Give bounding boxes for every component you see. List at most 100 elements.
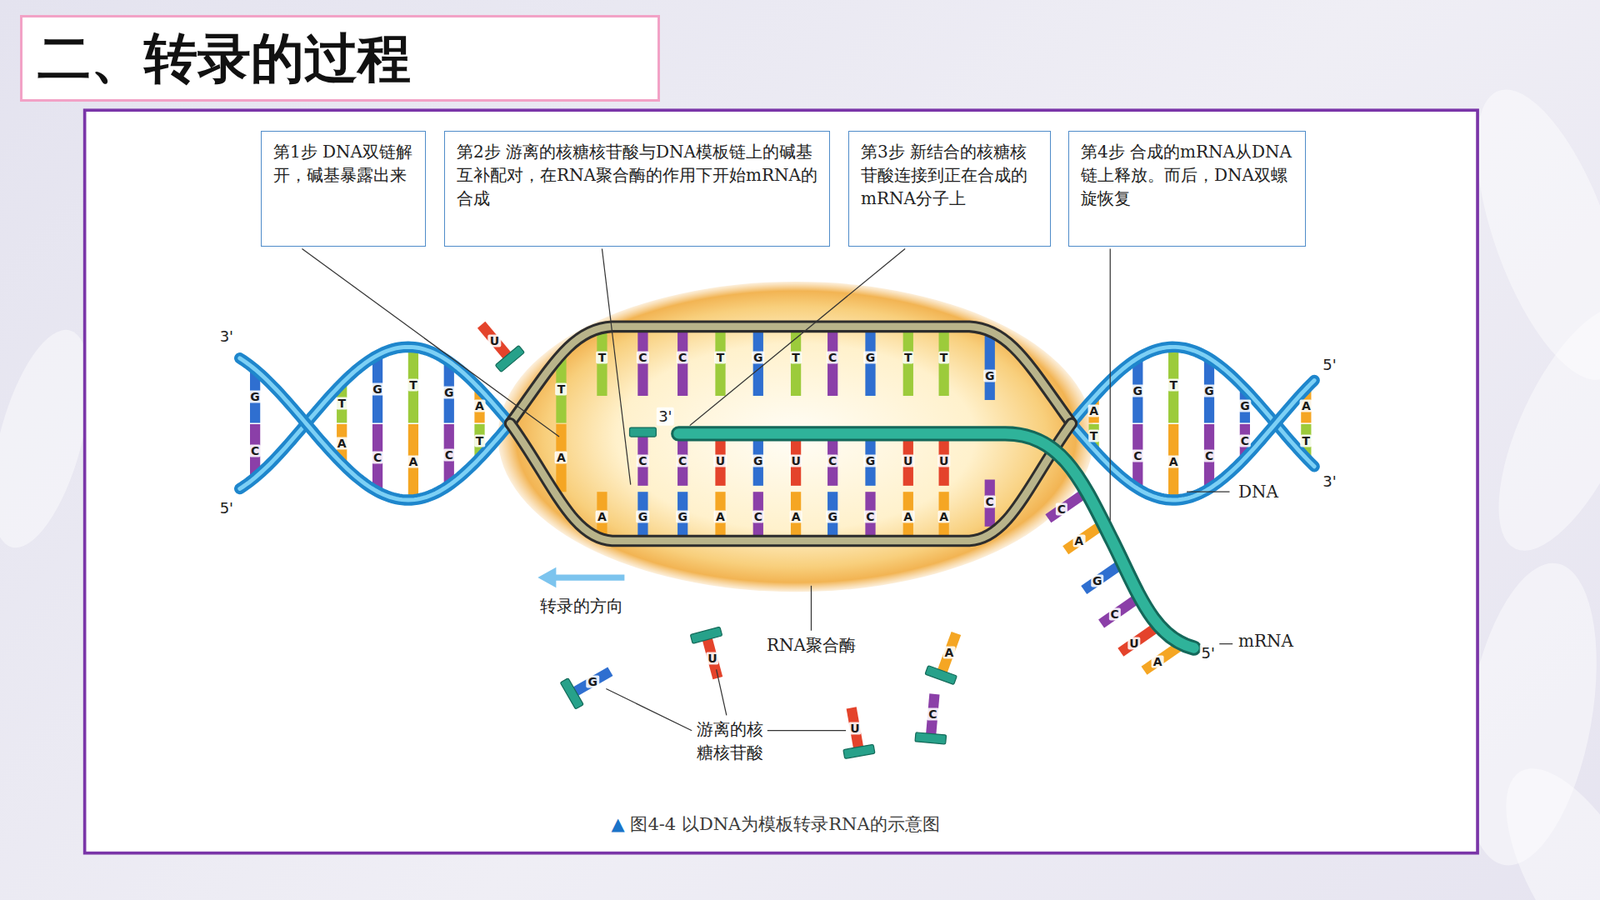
base-letter: G: [751, 455, 765, 468]
part-label: 转录的方向: [538, 595, 625, 617]
leader-line: [1186, 491, 1230, 493]
base-letter: G: [1238, 400, 1252, 413]
direction-arrowhead: [537, 567, 556, 588]
base-letter: G: [636, 510, 650, 523]
petal: [1469, 286, 1600, 570]
base-letter: A: [335, 437, 349, 450]
base-letter: U: [789, 455, 802, 468]
coding-strand: [510, 326, 1071, 424]
base-letter: C: [443, 448, 455, 461]
leader-line: [767, 730, 846, 731]
end-label: 5': [1320, 355, 1338, 375]
base-letter: U: [488, 334, 501, 347]
base-letter: G: [751, 350, 765, 364]
step-text: 第1步 DNA双链解开，碱基暴露出来: [273, 140, 415, 187]
free-nucleotide: [470, 315, 525, 373]
base-letter: A: [714, 510, 727, 523]
strands: [240, 326, 1315, 649]
step-box: 第4步 合成的mRNA从DNA链上释放。而后，DNA双螺旋恢复: [1068, 130, 1306, 247]
step-leaders: [301, 248, 1110, 520]
base-letter: G: [248, 390, 262, 403]
base-letter: T: [938, 350, 950, 364]
incoming-nucleotide: [630, 427, 657, 437]
base-letter: A: [901, 510, 915, 523]
leader-line: [810, 585, 812, 631]
base-bar: [715, 326, 725, 396]
nucleotide-sugar: [690, 626, 722, 644]
base-letter: T: [902, 350, 915, 364]
part-label: 游离的核糖核苷酸: [693, 717, 767, 765]
petal: [1475, 745, 1600, 900]
base-letter: A: [1087, 404, 1100, 417]
dna-strand: [1071, 346, 1315, 466]
direction-arrow: [554, 574, 625, 580]
part-label: RNA聚合酶: [765, 634, 858, 655]
base-letter: A: [595, 510, 609, 523]
coding-strand: [510, 326, 1071, 424]
base-letter: G: [1131, 384, 1145, 397]
nucleotide-base: [941, 633, 956, 673]
nucleotide-sugar: [915, 732, 947, 745]
base-letter: A: [406, 455, 420, 469]
title-box: 二、转录的过程: [20, 15, 660, 102]
free-nucleotide: [690, 626, 733, 682]
part-label: DNA: [1236, 481, 1280, 503]
base-letter: C: [984, 495, 996, 509]
leader-line: [716, 669, 727, 715]
step-box: 第2步 游离的核糖核苷酸与DNA模板链上的碱基互补配对，在RNA聚合酶的作用下开…: [444, 130, 830, 247]
leader-line: [605, 689, 692, 731]
base-letter: G: [675, 510, 690, 523]
base-letter: U: [714, 455, 727, 468]
step-box: 第1步 DNA双链解开，碱基暴露出来: [260, 130, 426, 247]
base-bar: [596, 326, 607, 396]
base-letter: C: [826, 455, 839, 468]
step-text: 第3步 新结合的核糖核苷酸连接到正在合成的mRNA分子上: [860, 140, 1040, 210]
base-letter: C: [1108, 608, 1120, 621]
base-letter: A: [1300, 400, 1313, 413]
base-letter: C: [636, 350, 649, 364]
base-letter: T: [335, 397, 348, 410]
base-bar: [903, 326, 914, 396]
base-letter: C: [676, 455, 689, 468]
slide-title: 二、转录的过程: [37, 26, 411, 91]
base-letter: U: [937, 455, 950, 468]
base-bar: [790, 326, 801, 396]
nucleotide-sugar: [495, 345, 525, 373]
base-letter: C: [926, 708, 939, 721]
leader-line: [301, 248, 560, 437]
base-letter: G: [864, 350, 878, 364]
free-nucleotide: [836, 705, 875, 759]
base-letter: G: [983, 369, 997, 382]
base-letter: G: [825, 510, 840, 523]
base-letter: C: [1239, 434, 1251, 447]
base-letter: C: [636, 455, 649, 468]
base-letter: C: [1203, 450, 1215, 463]
end-label: 3': [656, 406, 674, 426]
base-letter: U: [848, 721, 861, 735]
base-letter: A: [1072, 535, 1085, 548]
end-label: 3': [1320, 472, 1338, 492]
free-nucleotide: [925, 628, 971, 685]
free-nucleotide: [560, 658, 618, 710]
base-letter: A: [1151, 655, 1165, 668]
end-label: 3': [218, 327, 235, 347]
step-text: 第2步 游离的核糖核苷酸与DNA模板链上的碱基互补配对，在RNA聚合酶的作用下开…: [456, 140, 819, 210]
base-letter: C: [826, 350, 839, 364]
base-letter: G: [442, 385, 456, 399]
dna-strand: [1071, 346, 1315, 466]
base-letter: T: [596, 350, 609, 364]
leader-line: [1110, 248, 1111, 520]
nucleotide-sugar: [843, 744, 875, 759]
base-letter: U: [1127, 636, 1140, 650]
base-bar: [985, 332, 995, 400]
base-letter: G: [864, 455, 878, 468]
base-letter: C: [1055, 503, 1068, 516]
base-letter: C: [676, 350, 689, 364]
nucleotide-sugar: [560, 678, 584, 710]
base-letter: C: [1131, 450, 1144, 463]
base-bar: [408, 346, 419, 423]
end-label: 5': [218, 499, 235, 519]
nucleotide-base: [481, 325, 509, 357]
